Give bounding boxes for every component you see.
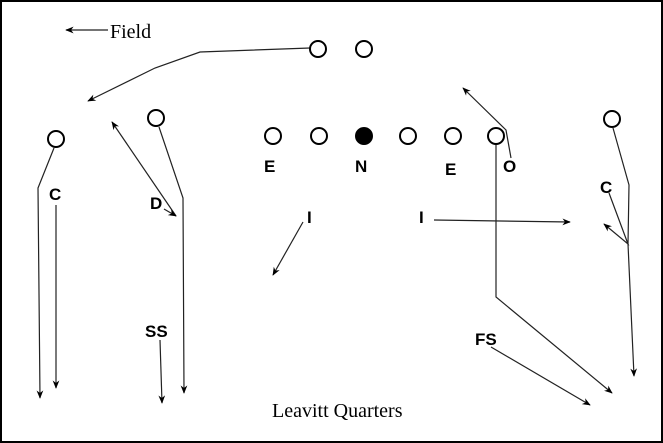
defender-label: FS	[475, 330, 497, 349]
left-wr-route-arrow	[36, 147, 55, 399]
defender-label: D	[150, 194, 162, 213]
defender-label: E	[445, 160, 456, 179]
offense-player-ol5	[444, 127, 462, 145]
defender-label: I	[307, 208, 312, 227]
defender-label: SS	[145, 322, 168, 341]
offense-player-left-wr	[47, 130, 65, 148]
wr1-route-arrow	[87, 47, 311, 102]
offense-player-right-wr	[603, 110, 621, 128]
defender-label: N	[355, 157, 367, 176]
defender-label: C	[600, 178, 612, 197]
te-route-arrow	[495, 145, 613, 394]
offense-player-ol1	[264, 127, 282, 145]
right-wr-route-arrow	[612, 127, 638, 377]
c-right-route-arrow	[603, 192, 630, 246]
diagram-title: Leavitt Quarters	[272, 400, 403, 422]
offense-player-slot-left	[147, 109, 165, 127]
i-left-route-arrow	[272, 221, 304, 276]
offense-player-wr2	[355, 40, 373, 58]
defender-label: E	[264, 157, 275, 176]
offense-player-ol2	[310, 127, 328, 145]
fs-route-arrow	[490, 346, 591, 406]
offense-layer	[47, 40, 621, 148]
offense-player-center	[355, 127, 373, 145]
defender-label: C	[49, 185, 61, 204]
defender-label: O	[503, 157, 516, 176]
defense-layer: E N E O C D I I C SS FS	[49, 157, 612, 349]
offense-player-ol4	[399, 127, 417, 145]
slot-route-arrow	[158, 126, 188, 394]
defender-label: I	[419, 208, 424, 227]
offense-player-wr1	[309, 40, 327, 58]
i-right-route-arrow	[433, 218, 571, 226]
o-route-arrow	[462, 87, 512, 159]
ss-route-arrow	[158, 339, 166, 404]
d-route-flat-arrow	[163, 208, 177, 217]
field-label: Field	[110, 21, 151, 43]
offense-player-te	[487, 127, 505, 145]
d-route-deep-arrow	[111, 121, 177, 217]
routes-layer	[36, 26, 638, 406]
